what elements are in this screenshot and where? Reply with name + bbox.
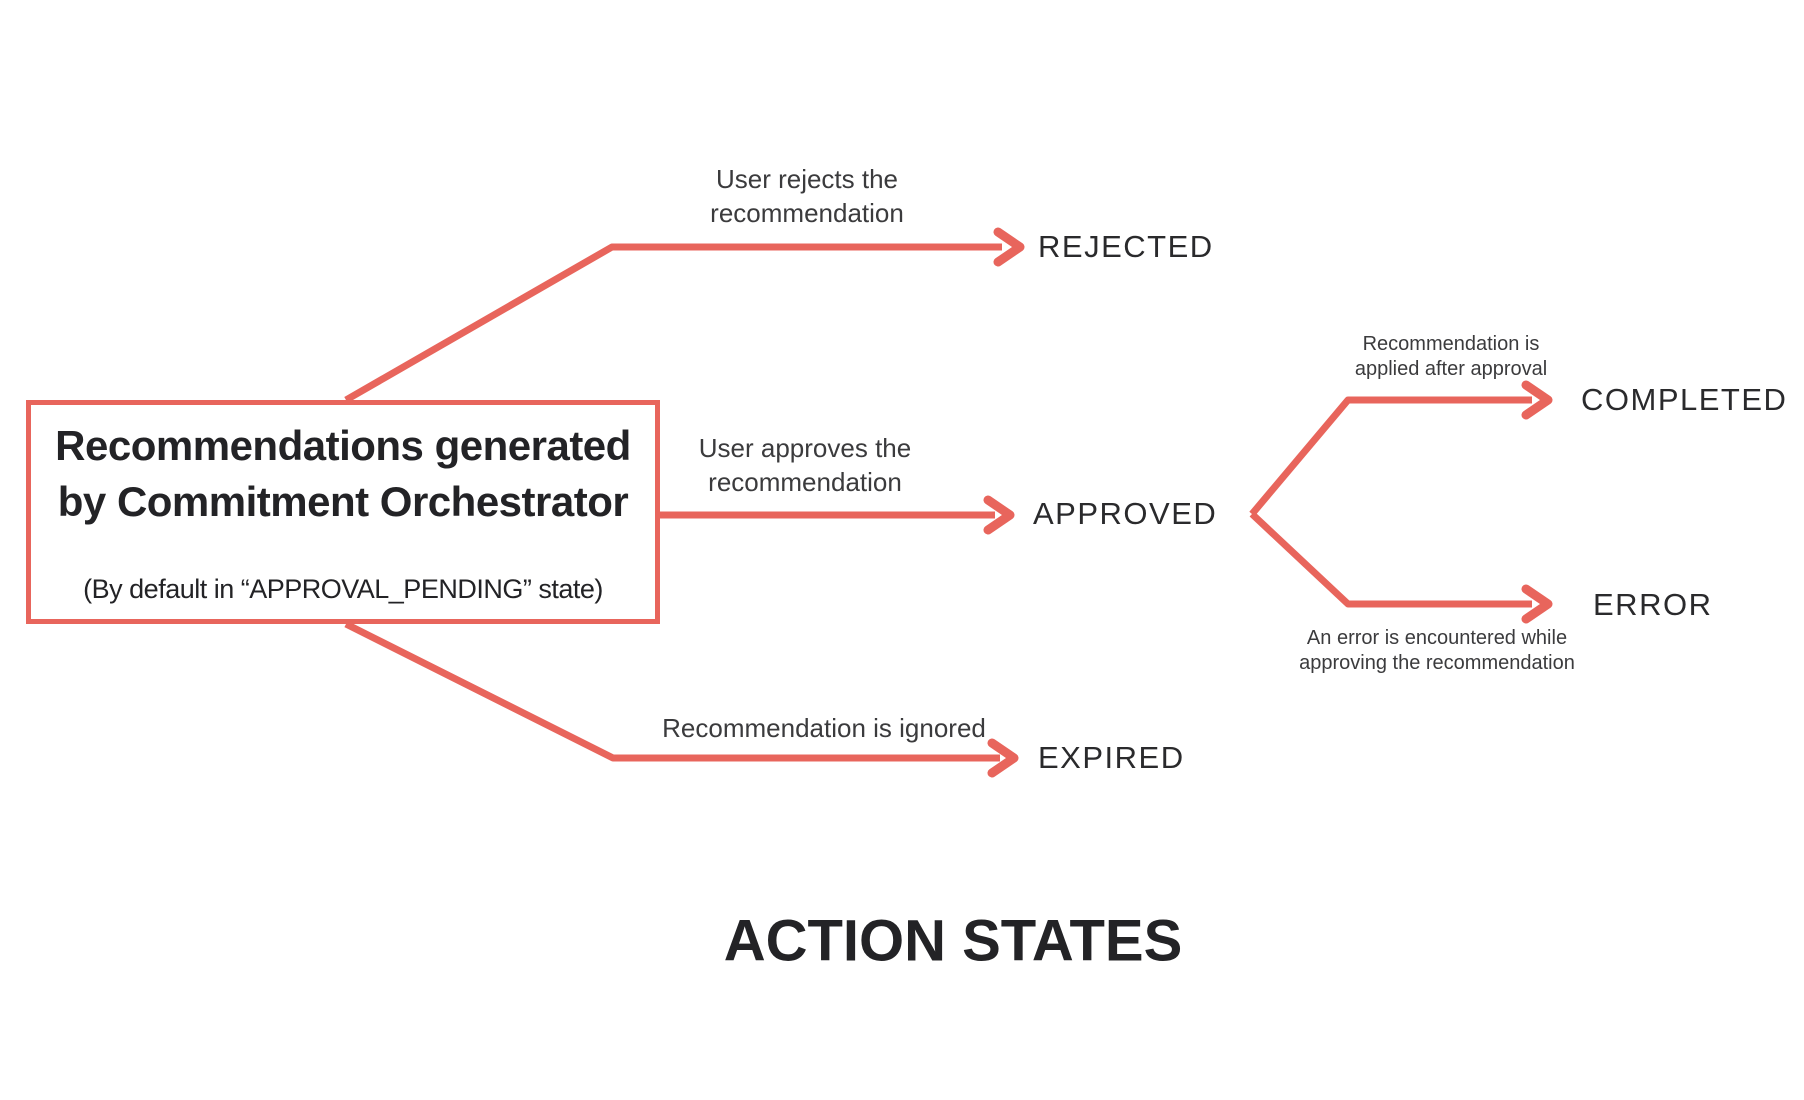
arrow-line-rejected xyxy=(344,243,1002,404)
state-error: ERROR xyxy=(1593,587,1713,622)
edge-label-expired-line1: Recommendation is ignored xyxy=(662,713,986,743)
arrow-line-error xyxy=(1249,511,1532,608)
state-completed: COMPLETED xyxy=(1581,382,1788,417)
edge-label-approved: User approves the recommendation xyxy=(699,431,911,499)
source-box-heading: Recommendations generated by Commitment … xyxy=(55,418,631,530)
source-state-box: Recommendations generated by Commitment … xyxy=(26,400,660,624)
edge-label-completed: Recommendation is applied after approval xyxy=(1355,332,1547,382)
source-heading-line1: Recommendations generated xyxy=(55,422,631,469)
state-rejected: REJECTED xyxy=(1038,229,1214,264)
edge-label-rejected-line1: User rejects the xyxy=(715,164,899,194)
edge-label-error-line2: approving the recommendation xyxy=(1299,652,1575,674)
arrow-line-completed xyxy=(1249,396,1532,517)
edge-label-approved-line1: User approves the xyxy=(698,433,912,463)
edge-label-expired: Recommendation is ignored xyxy=(662,711,986,745)
arrowhead-expired-icon xyxy=(987,738,1019,778)
source-box-subheading: (By default in “APPROVAL_PENDING” state) xyxy=(83,574,603,604)
state-approved: APPROVED xyxy=(1033,496,1218,531)
edge-label-approved-line2: recommendation xyxy=(708,467,902,497)
edge-label-error: An error is encountered while approving … xyxy=(1299,626,1575,676)
arrowhead-approved-icon xyxy=(983,495,1015,535)
edge-label-rejected: User rejects the recommendation xyxy=(710,162,904,230)
diagram-title: ACTION STATES xyxy=(723,908,1183,974)
edge-label-rejected-line2: recommendation xyxy=(710,198,904,228)
source-heading-line2: by Commitment Orchestrator xyxy=(57,478,629,525)
arrow-line-expired xyxy=(344,620,1000,762)
edge-label-error-line1: An error is encountered while xyxy=(1306,627,1568,649)
arrowhead-error-icon xyxy=(1521,584,1553,624)
arrowhead-completed-icon xyxy=(1521,380,1553,420)
arrowhead-rejected-icon xyxy=(993,227,1025,267)
edge-label-completed-line2: applied after approval xyxy=(1354,358,1548,380)
edge-label-completed-line1: Recommendation is xyxy=(1362,333,1540,355)
state-expired: EXPIRED xyxy=(1038,740,1185,775)
